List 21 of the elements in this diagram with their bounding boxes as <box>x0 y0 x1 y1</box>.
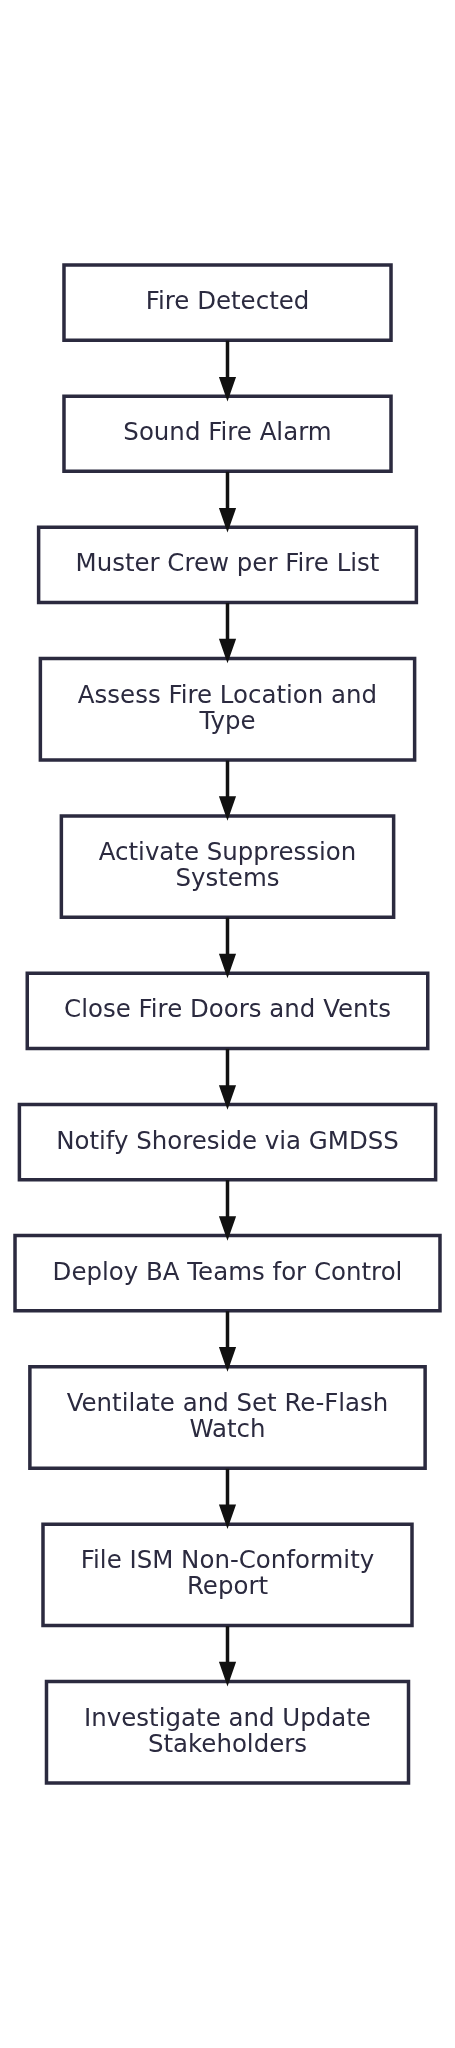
node-box: Ventilate and Set Re-Flash Watch <box>28 1365 427 1470</box>
arrow <box>218 1048 237 1110</box>
node-box: Sound Fire Alarm <box>62 394 393 474</box>
arrow <box>218 1180 237 1241</box>
node-box: Muster Crew per Fire List <box>36 525 419 605</box>
node-box: Fire Detected <box>62 263 393 342</box>
arrow <box>218 602 237 664</box>
node-box: Investigate and Update Stakeholders <box>44 1679 411 1785</box>
node-box: Assess Fire Location and Type <box>38 656 417 762</box>
arrow <box>218 471 237 533</box>
arrow <box>218 917 237 979</box>
arrow <box>218 1311 237 1372</box>
arrow <box>218 340 237 402</box>
arrow <box>218 1626 237 1687</box>
node-box: File ISM Non-Conformity Report <box>41 1522 414 1628</box>
arrow <box>218 760 237 821</box>
node-box: Deploy BA Teams for Control <box>13 1233 442 1313</box>
node-box: Close Fire Doors and Vents <box>25 971 430 1051</box>
node-box: Activate Suppression Systems <box>59 814 396 920</box>
arrow <box>218 1468 237 1529</box>
node-box: Notify Shoreside via GMDSS <box>17 1102 438 1182</box>
